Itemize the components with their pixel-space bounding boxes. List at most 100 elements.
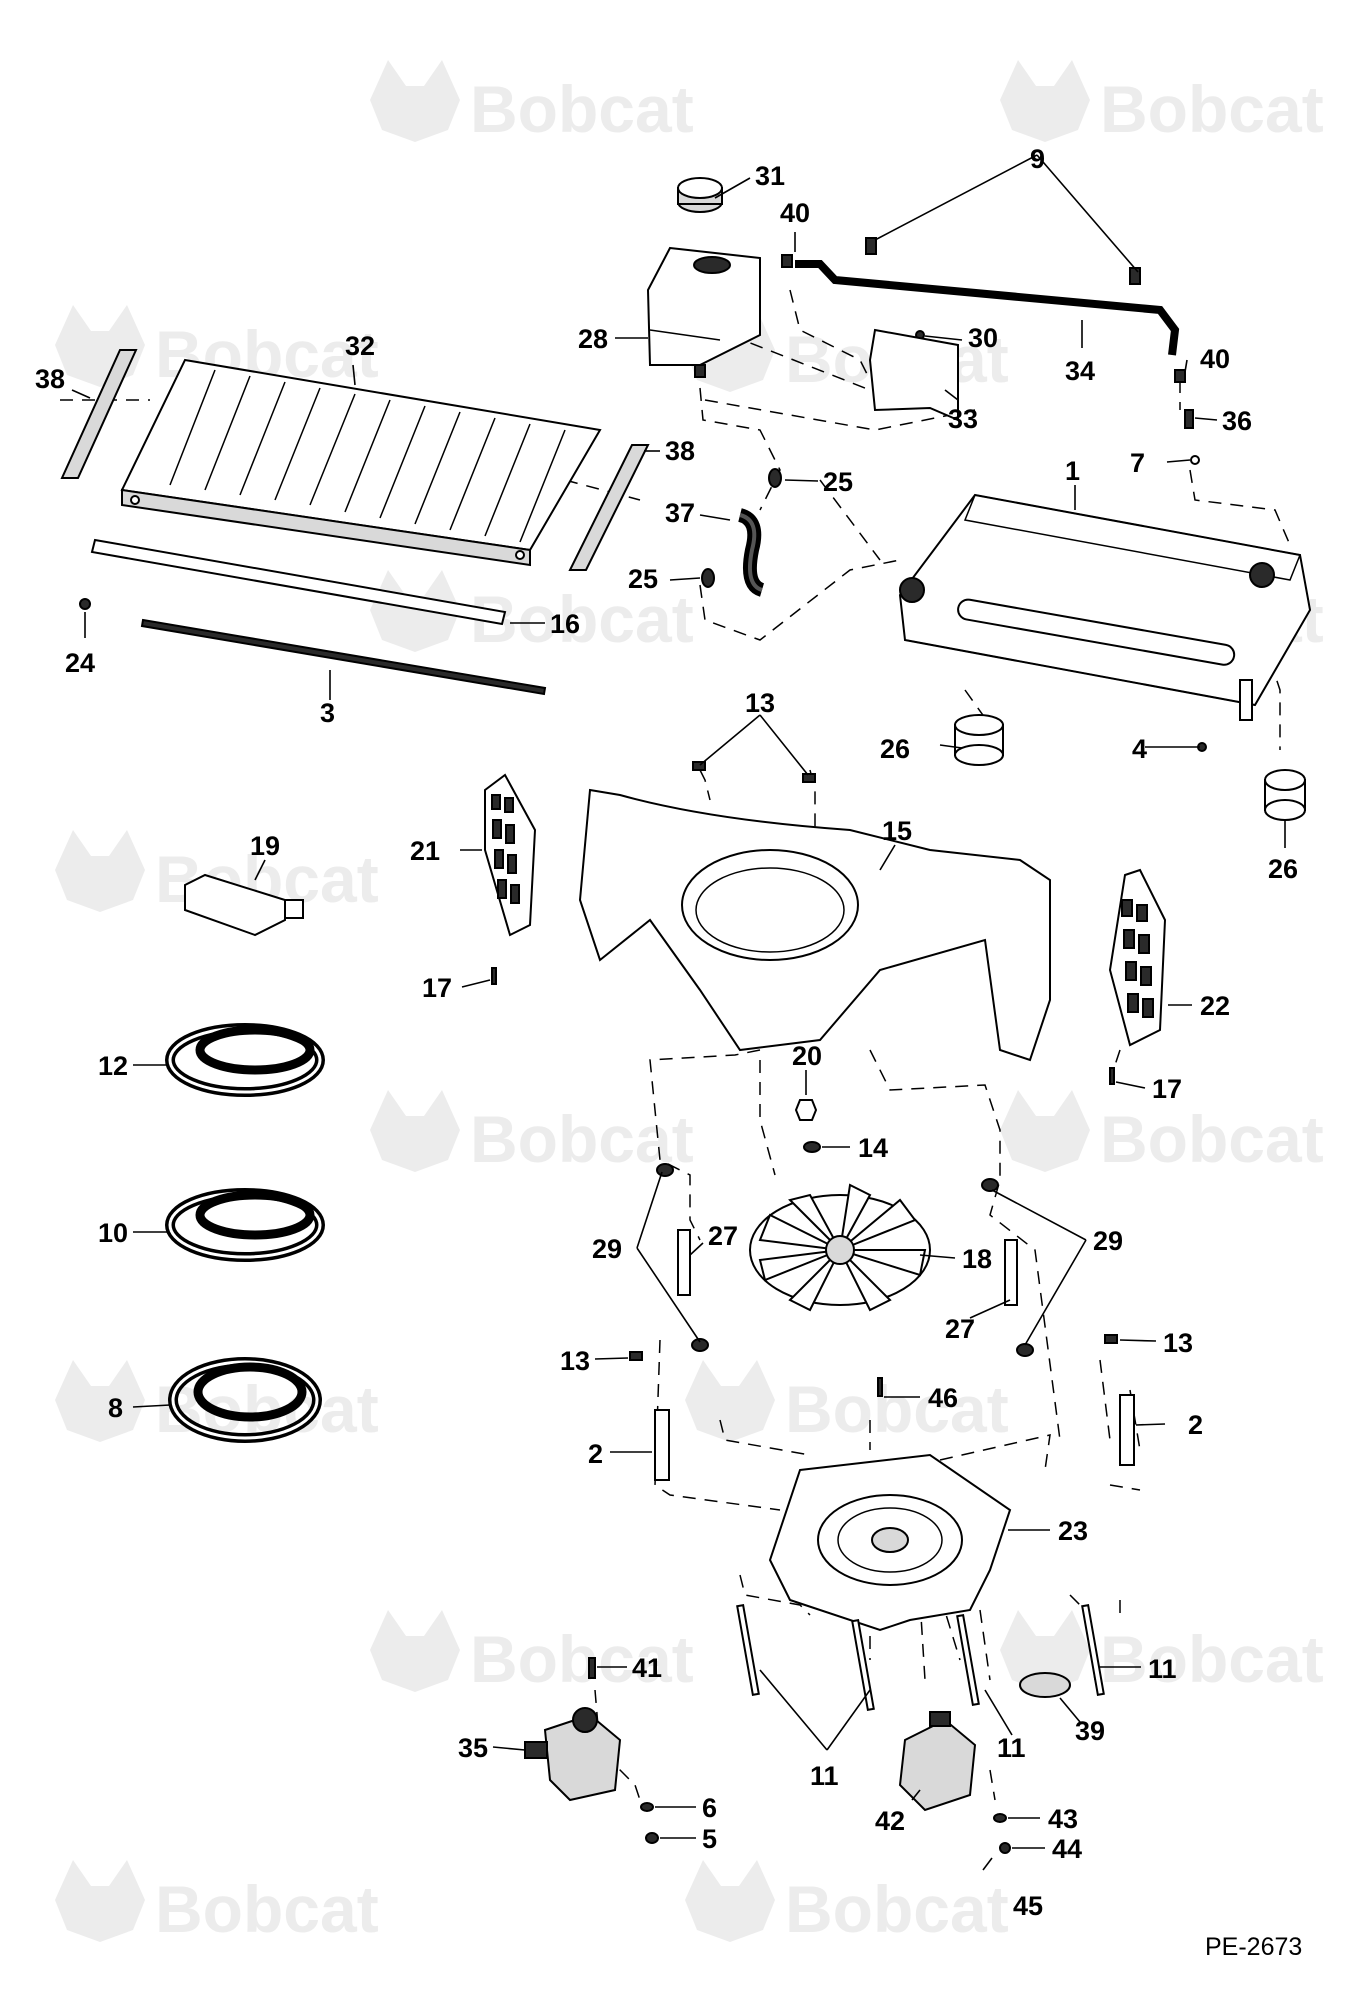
- callout-4: 4: [1132, 734, 1147, 764]
- rod: [140, 618, 547, 696]
- clip-nut-13b: [802, 773, 816, 783]
- callout-2a: 2: [588, 1439, 603, 1469]
- watermark-10: Bobcat: [1000, 1090, 1324, 1176]
- clip-nut-13c: [629, 1351, 643, 1361]
- callout-27b: 27: [945, 1314, 975, 1344]
- callout-12: 12: [98, 1051, 128, 1081]
- clamp-40b: [1174, 369, 1186, 383]
- washer-14: [803, 1141, 821, 1153]
- bobcat-logo-icon: [1000, 60, 1090, 142]
- callout-7: 7: [1130, 448, 1145, 478]
- watermark-12: Bobcat: [685, 1360, 1009, 1446]
- bobcat-logo-icon: [1000, 1610, 1090, 1692]
- callout-18: 18: [962, 1244, 992, 1274]
- fan-shroud: [578, 788, 1051, 1062]
- clamp-40a: [781, 254, 793, 268]
- watermark-9: Bobcat: [370, 1090, 694, 1176]
- bolt-11d: [1081, 1604, 1105, 1696]
- hose-clamp-25b: [701, 568, 715, 588]
- shroud-grill-right: [1108, 868, 1167, 1047]
- callout-39: 39: [1075, 1716, 1105, 1746]
- watermark-2: Bobcat: [1000, 60, 1324, 146]
- callout-26a: 26: [880, 734, 910, 764]
- fan-mount-plate: [768, 1453, 1012, 1632]
- washer-29c: [981, 1178, 999, 1192]
- callout-27a: 27: [708, 1221, 738, 1251]
- callout-24: 24: [65, 648, 95, 678]
- overflow-hose: [795, 260, 1180, 356]
- hydraulic-pump-icon: [898, 1711, 977, 1812]
- callout-3: 3: [320, 698, 335, 728]
- callout-11a: 11: [1148, 1654, 1177, 1684]
- spacer-2b: [1119, 1394, 1135, 1466]
- callout-11c: 11: [997, 1733, 1026, 1763]
- bobcat-logo-icon: [685, 1360, 775, 1442]
- callout-8: 8: [108, 1393, 123, 1423]
- spacer-27b: [1004, 1239, 1018, 1306]
- callout-28: 28: [578, 324, 608, 354]
- callout-11b: 11: [810, 1761, 839, 1791]
- callout-23: 23: [1058, 1516, 1088, 1546]
- filter-39: [1019, 1672, 1071, 1698]
- svg-text:Bobcat: Bobcat: [1100, 72, 1324, 146]
- bobcat-logo-icon: [370, 570, 460, 652]
- washer-29d: [1016, 1343, 1034, 1357]
- callout-1: 1: [1065, 456, 1080, 486]
- callout-17a: 17: [422, 973, 452, 1003]
- rubber-mount-26a: [954, 714, 1004, 766]
- svg-text:Bobcat: Bobcat: [470, 72, 694, 146]
- clamp-9b: [1129, 267, 1141, 285]
- callout-32: 32: [345, 331, 375, 361]
- callout-5: 5: [702, 1824, 717, 1854]
- callout-40b: 40: [1200, 344, 1230, 374]
- bolt-11a: [736, 1604, 760, 1696]
- callout-45: 45: [1013, 1891, 1043, 1921]
- fan-icon: [749, 1183, 931, 1312]
- bolt-7: [1190, 455, 1200, 465]
- hydraulic-pump-icon: [524, 1707, 622, 1802]
- coolant-reservoir: [646, 246, 761, 378]
- callout-46: 46: [928, 1383, 958, 1413]
- strip-seal: [90, 538, 507, 626]
- callout-13b: 13: [560, 1346, 590, 1376]
- callout-19: 19: [250, 831, 280, 861]
- callout-29b: 29: [1093, 1226, 1123, 1256]
- clip-nut-13d: [1104, 1334, 1118, 1344]
- clamp-9a: [865, 237, 877, 255]
- callout-36: 36: [1222, 406, 1252, 436]
- callout-25b: 25: [628, 564, 658, 594]
- callout-21: 21: [410, 836, 440, 866]
- hose-coil-icon: [165, 1188, 325, 1262]
- screw-17a: [491, 967, 497, 985]
- washer-6: [640, 1802, 654, 1812]
- bolt-46: [877, 1377, 883, 1397]
- spacer-2a: [654, 1409, 670, 1481]
- washer-43: [993, 1813, 1007, 1823]
- callout-38b: 38: [665, 436, 695, 466]
- nut-5: [645, 1832, 659, 1844]
- callout-37: 37: [665, 498, 695, 528]
- bolt-11c: [956, 1614, 980, 1706]
- callout-40a: 40: [780, 198, 810, 228]
- watermark-5: Bobcat: [370, 570, 694, 656]
- callout-38a: 38: [35, 364, 65, 394]
- fitting-36: [1184, 409, 1194, 429]
- bobcat-logo-icon: [55, 305, 145, 387]
- watermark-13: Bobcat: [370, 1610, 694, 1696]
- bobcat-logo-icon: [685, 1860, 775, 1942]
- bobcat-logo-icon: [370, 60, 460, 142]
- nut-20: [794, 1099, 818, 1121]
- callout-15: 15: [882, 816, 912, 846]
- svg-text:Bobcat: Bobcat: [1100, 1102, 1324, 1176]
- callout-33: 33: [948, 404, 978, 434]
- callout-13c: 13: [1163, 1328, 1193, 1358]
- hose-clamp-25a: [768, 468, 782, 488]
- washer-29a: [656, 1163, 674, 1177]
- bobcat-logo-icon: [55, 1360, 145, 1442]
- side-seal-left: [60, 349, 138, 479]
- bobcat-logo-icon: [370, 1610, 460, 1692]
- callout-9: 9: [1030, 144, 1045, 174]
- leader-lines: [71, 154, 1286, 1849]
- oil-cooler: [120, 358, 602, 567]
